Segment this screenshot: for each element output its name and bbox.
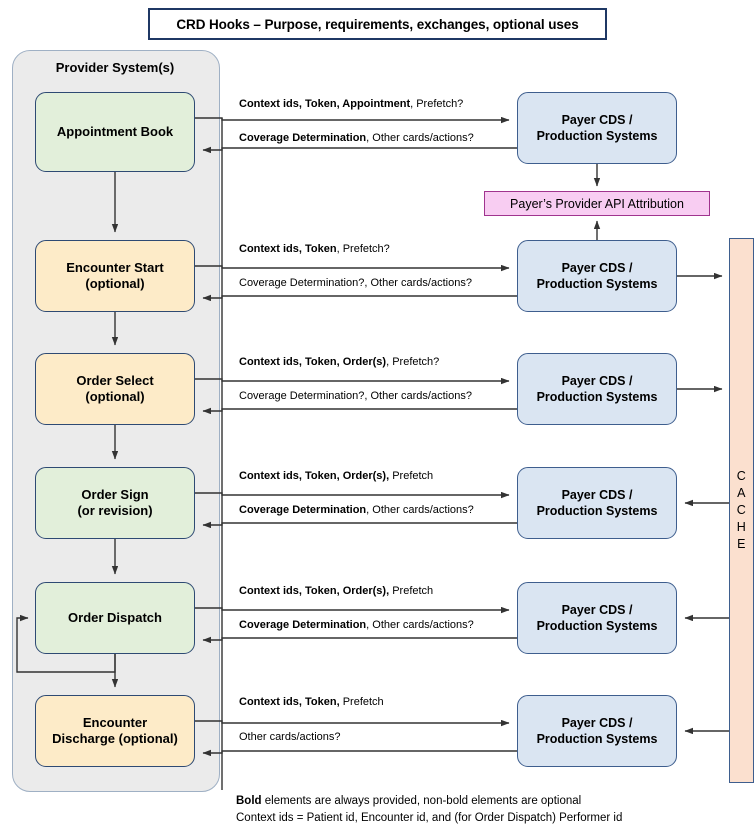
step-label: Order Dispatch	[68, 609, 162, 625]
step-order-sign[interactable]: Order Sign(or revision)	[35, 467, 195, 539]
payer-cds-label: Payer CDS /Production Systems	[536, 260, 658, 291]
attribution-label: Payer’s Provider API Attribution	[510, 196, 684, 211]
payer-cds-label: Payer CDS /Production Systems	[536, 487, 658, 518]
payer-cds-box-5[interactable]: Payer CDS /Production Systems	[517, 582, 677, 654]
step-appointment-book[interactable]: Appointment Book	[35, 92, 195, 172]
payer-cds-box-4[interactable]: Payer CDS /Production Systems	[517, 467, 677, 539]
label-response-2: Coverage Determination?, Other cards/act…	[239, 277, 472, 289]
label-request-1: Context ids, Token, Appointment, Prefetc…	[239, 98, 464, 110]
payer-cds-box-2[interactable]: Payer CDS /Production Systems	[517, 240, 677, 312]
label-response-5: Coverage Determination, Other cards/acti…	[239, 619, 474, 631]
label-response-4: Coverage Determination, Other cards/acti…	[239, 504, 474, 516]
payer-provider-api-attribution-box[interactable]: Payer’s Provider API Attribution	[484, 191, 710, 216]
step-order-select[interactable]: Order Select(optional)	[35, 353, 195, 425]
payer-cds-label: Payer CDS /Production Systems	[536, 602, 658, 633]
payer-cds-label: Payer CDS /Production Systems	[536, 715, 658, 746]
step-label: Encounter Start(optional)	[66, 259, 164, 291]
provider-systems-label: Provider System(s)	[55, 60, 175, 75]
cache-column: C A C H E	[729, 238, 754, 783]
legend-line-1: Bold elements are always provided, non-b…	[236, 795, 582, 807]
payer-cds-box-3[interactable]: Payer CDS /Production Systems	[517, 353, 677, 425]
step-order-dispatch[interactable]: Order Dispatch	[35, 582, 195, 654]
step-encounter-start[interactable]: Encounter Start(optional)	[35, 240, 195, 312]
step-label: Order Select(optional)	[76, 372, 154, 404]
page-title: CRD Hooks – Purpose, requirements, excha…	[148, 8, 607, 40]
label-request-3: Context ids, Token, Order(s), Prefetch?	[239, 356, 440, 368]
cache-label: C A C H E	[736, 469, 747, 551]
step-label: Order Sign(or revision)	[77, 486, 153, 518]
payer-cds-label: Payer CDS /Production Systems	[536, 373, 658, 404]
label-request-6: Context ids, Token, Prefetch	[239, 696, 384, 708]
label-request-5: Context ids, Token, Order(s), Prefetch	[239, 585, 434, 597]
step-label: Appointment Book	[56, 123, 174, 139]
legend-line-2: Context ids = Patient id, Encounter id, …	[236, 811, 623, 824]
payer-cds-box-1[interactable]: Payer CDS /Production Systems	[517, 92, 677, 164]
label-request-4: Context ids, Token, Order(s), Prefetch	[239, 470, 434, 482]
label-response-3: Coverage Determination?, Other cards/act…	[239, 390, 472, 402]
payer-cds-label: Payer CDS /Production Systems	[536, 112, 658, 143]
label-response-6: Other cards/actions?	[239, 731, 341, 743]
label-request-2: Context ids, Token, Prefetch?	[239, 243, 390, 255]
legend: Bold elements are always provided, non-b…	[236, 793, 736, 826]
label-response-1: Coverage Determination, Other cards/acti…	[239, 132, 474, 144]
payer-cds-box-6[interactable]: Payer CDS /Production Systems	[517, 695, 677, 767]
